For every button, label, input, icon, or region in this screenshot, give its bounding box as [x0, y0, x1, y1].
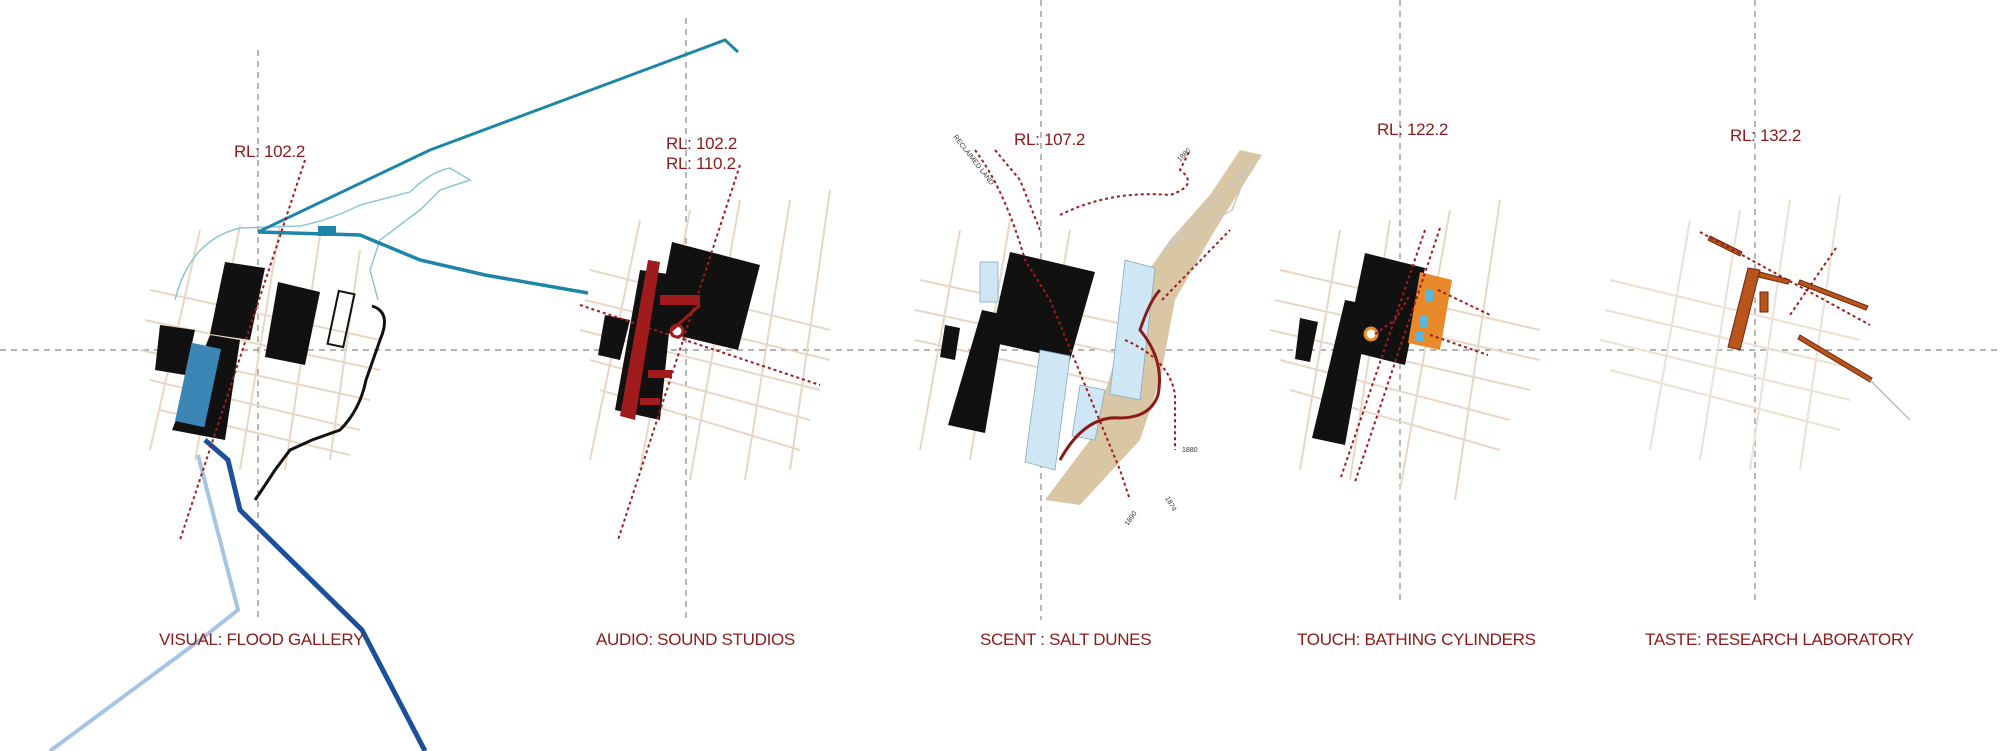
sound-studio-elements: [620, 260, 701, 420]
caption-taste: TASTE: RESEARCH LABORATORY: [1645, 630, 1914, 649]
flood-gallery-pool: [175, 342, 221, 428]
bathing-cylinder: [1363, 326, 1379, 342]
rl-value: RL: 122.2: [1377, 120, 1449, 139]
year-label-1880-right: 1880: [1182, 447, 1198, 454]
building-masses: [940, 252, 1095, 433]
year-label-1890: 1890: [1124, 510, 1139, 527]
panel-scent-salt-dunes: RECLAIMED LAND 1880 1880 1874 1890: [914, 134, 1262, 527]
caption-visual: VISUAL: FLOOD GALLERY: [159, 630, 365, 649]
caption-scent: SCENT : SALT DUNES: [980, 630, 1152, 649]
panel-audio-sound-studios: [579, 164, 831, 541]
section-cut-lines: [579, 164, 821, 541]
panel-touch-bathing-cylinders: [1269, 199, 1541, 501]
section-cut-lines: [1339, 227, 1491, 483]
extension-line: [1869, 379, 1911, 421]
upper-river-line: [257, 38, 740, 234]
coastline-outline: [174, 167, 472, 301]
salt-pools: [979, 259, 1156, 471]
rl-label-taste: RL: 132.2: [1730, 126, 1801, 146]
rl-value: RL: 110.2: [666, 154, 736, 173]
street-grid: [1599, 194, 1861, 471]
rl-label-touch: RL: 122.2: [1377, 120, 1448, 140]
rl-value: RL: 102.2: [234, 142, 306, 161]
rl-value: RL: 102.2: [666, 134, 738, 153]
section-cut-line: [179, 159, 306, 541]
historic-shorelines: [974, 149, 1231, 501]
rl-value: RL: 107.2: [1014, 130, 1086, 149]
caption-touch: TOUCH: BATHING CYLINDERS: [1297, 630, 1536, 649]
water-inlet: [318, 226, 336, 236]
year-label-1874: 1874: [1163, 496, 1177, 513]
reclaimed-land-label: RECLAIMED LAND: [951, 134, 994, 187]
dune-shore-outline: [1164, 164, 1251, 249]
shoreline: [253, 304, 386, 501]
panel-visual-flood-gallery: [48, 38, 740, 751]
light-blue-channel: [48, 454, 241, 751]
deep-blue-channel: [203, 438, 428, 751]
caption-audio: AUDIO: SOUND STUDIOS: [596, 630, 795, 649]
middle-river-line: [257, 230, 589, 295]
bathing-pools: [1415, 290, 1433, 342]
year-label-1880-top: 1880: [1176, 147, 1192, 163]
river-meander: [1058, 288, 1162, 461]
outline-building: [326, 289, 356, 349]
rl-value: RL: 132.2: [1730, 126, 1802, 145]
rl-label-audio: RL: 102.2 RL: 110.2: [666, 134, 737, 174]
panel-taste-research-laboratory: [1599, 194, 1911, 471]
rl-label-scent: RL: 107.2: [1014, 130, 1085, 150]
rl-label-visual: RL: 102.2: [234, 142, 305, 162]
section-cut-lines: [1699, 231, 1871, 326]
